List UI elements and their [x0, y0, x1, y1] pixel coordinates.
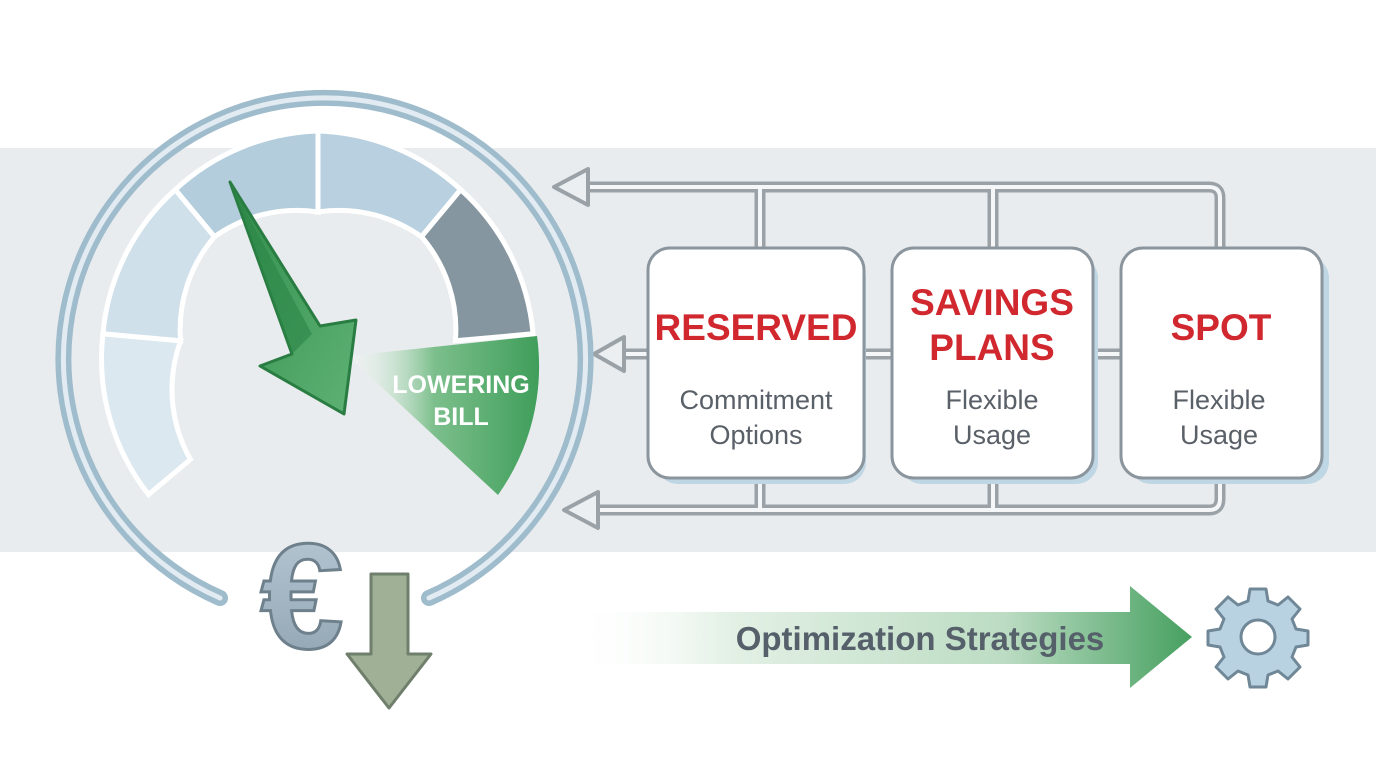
gauge: LOWERING BILL	[55, 89, 594, 606]
svg-text:€: €	[260, 512, 343, 680]
option-card-spot: SPOT Flexible Usage	[1119, 246, 1329, 484]
down-arrow-icon	[345, 572, 433, 710]
option-cards: RESERVED Commitment Options SAVINGS PLAN…	[646, 246, 1329, 484]
gear-icon	[1206, 587, 1310, 689]
bottom-return-arrowhead	[562, 490, 600, 530]
option-title: SPOT	[1171, 307, 1272, 348]
option-subtitle: Commitment	[679, 385, 833, 415]
banner-label: Optimization Strategies	[736, 620, 1105, 657]
option-subtitle: Usage	[1180, 420, 1258, 450]
option-card-savings-plans: SAVINGS PLANS Flexible Usage	[890, 246, 1098, 484]
gauge-segments	[98, 128, 536, 499]
option-title: RESERVED	[655, 307, 858, 348]
option-subtitle: Usage	[953, 420, 1031, 450]
option-subtitle: Options	[709, 420, 802, 450]
euro-icon: €	[259, 511, 345, 682]
gauge-needle	[228, 180, 358, 416]
option-subtitle: Flexible	[1172, 385, 1265, 415]
option-card-reserved: RESERVED Commitment Options	[646, 246, 866, 484]
lowering-bill-wedge	[348, 336, 540, 495]
option-subtitle: Flexible	[945, 385, 1038, 415]
gauge-label: BILL	[433, 403, 489, 431]
top-return-arrowhead	[552, 167, 590, 207]
option-title: SAVINGS	[910, 282, 1074, 323]
gauge-label: LOWERING	[392, 371, 530, 399]
option-title: PLANS	[929, 327, 1054, 368]
optimization-strategies-banner: Optimization Strategies	[570, 586, 1192, 688]
middle-return-arrowhead	[592, 335, 626, 373]
